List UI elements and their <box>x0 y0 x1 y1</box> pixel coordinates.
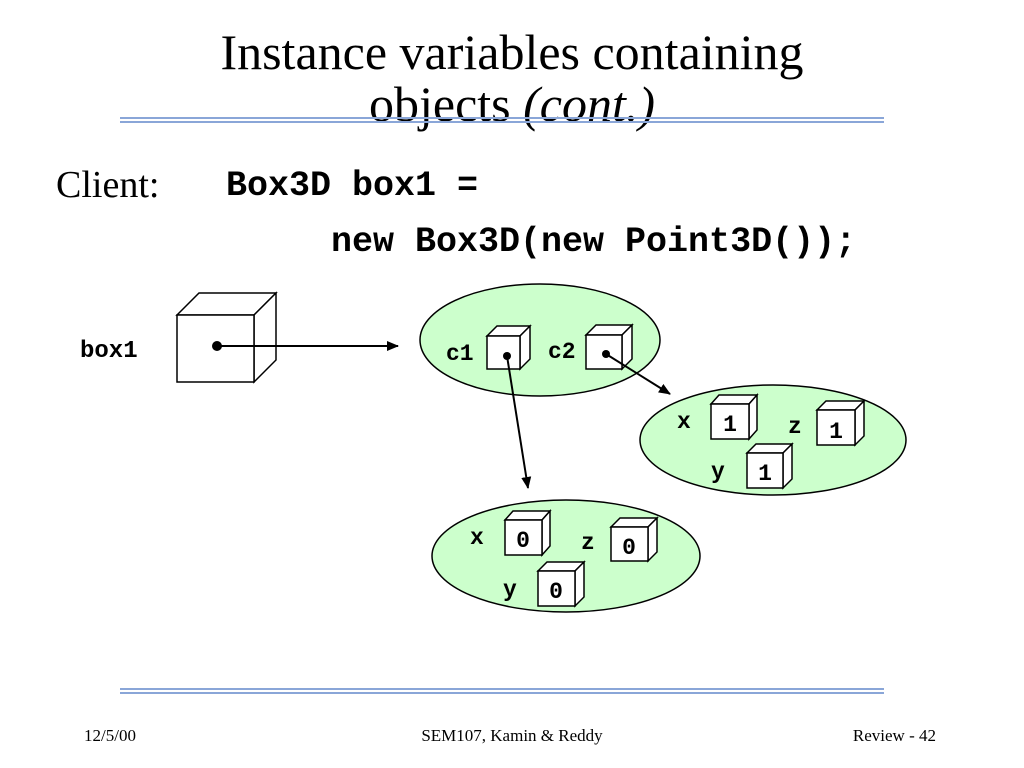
code-line2: new Box3D(new Point3D()); <box>331 222 857 262</box>
field-c1-cube <box>485 324 532 371</box>
c2-x-label: x <box>677 409 691 435</box>
client-label: Client: <box>56 164 160 206</box>
field-c2-label: c2 <box>548 339 576 365</box>
c1-x-label: x <box>470 525 484 551</box>
title-objects: objects <box>368 76 511 132</box>
bottom-rule <box>120 688 884 694</box>
box1-cube <box>175 291 278 384</box>
c2-y-value: 1 <box>758 461 772 487</box>
title-cont: (cont.) <box>523 76 656 132</box>
c2-y-label: y <box>711 459 725 485</box>
c1-z-value: 0 <box>622 535 636 561</box>
c2-x-cube <box>709 393 759 441</box>
c1-x-cube <box>503 509 552 557</box>
c1-z-cube <box>609 516 659 563</box>
c2-z-value: 1 <box>829 419 843 445</box>
c2-y-cube <box>745 442 794 490</box>
c1-y-cube <box>536 560 586 608</box>
field-c2-cube <box>584 323 634 371</box>
c1-x-value: 0 <box>516 528 530 554</box>
footer-course: SEM107, Kamin & Reddy <box>421 726 603 745</box>
slide-title-line1: Instance variables containing <box>220 24 804 80</box>
c2-to-point-arrow <box>605 353 671 395</box>
c1-z-label: z <box>581 530 595 556</box>
footer-date: 12/5/00 <box>84 726 136 745</box>
c1-y-label: y <box>503 577 517 603</box>
top-rule <box>120 117 884 123</box>
c2-z-label: z <box>788 414 802 440</box>
c2-z-cube <box>815 399 866 447</box>
c1-y-value: 0 <box>549 579 563 605</box>
code-line1: Box3D box1 = <box>226 166 479 206</box>
footer-page: Review - 42 <box>852 726 936 745</box>
box1-label: box1 <box>80 338 138 365</box>
c2-x-value: 1 <box>723 412 737 438</box>
c1-to-point-arrow <box>506 355 532 489</box>
slide-title-line2: objects (cont.) <box>0 79 1024 129</box>
field-c1-label: c1 <box>446 341 474 367</box>
